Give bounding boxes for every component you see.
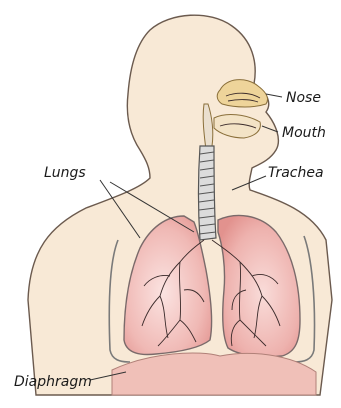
- label-mouth: Mouth: [282, 125, 326, 141]
- diaphragm-muscle: [112, 353, 316, 395]
- label-nose: Nose: [286, 90, 321, 106]
- label-trachea: Trachea: [268, 165, 324, 181]
- label-diaphragm: Diaphragm: [14, 374, 92, 390]
- label-lungs: Lungs: [44, 165, 86, 181]
